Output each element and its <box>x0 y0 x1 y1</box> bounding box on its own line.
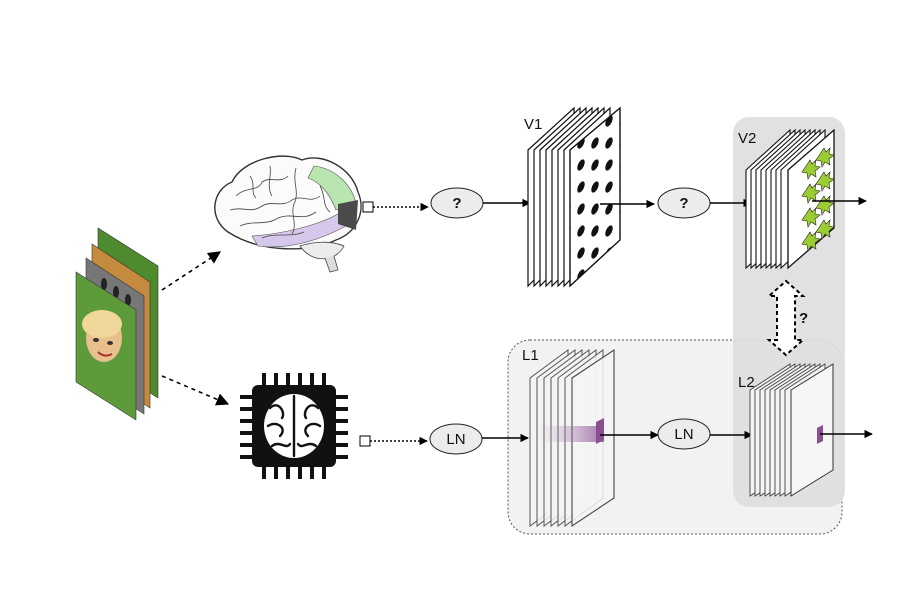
brain-icon <box>214 155 362 273</box>
v2-l2-comparison-arrow <box>766 279 806 357</box>
l1-to-l2-node <box>657 418 711 450</box>
input-images-icon <box>75 227 159 421</box>
l1-layer-stack <box>529 348 615 528</box>
l1-to-l2-node-label: LN <box>674 426 693 443</box>
v2-label: V2 <box>738 130 756 147</box>
model-output-port <box>359 435 371 447</box>
brain-output-port <box>362 201 374 213</box>
v2-l2-comparison-label: ? <box>799 310 808 327</box>
images-to-brain-arrow <box>161 251 222 291</box>
model-to-l1-node-label: LN <box>446 431 465 448</box>
chip-brain-icon <box>240 373 348 479</box>
l2-label: L2 <box>738 374 755 391</box>
v2-layer-stack <box>745 128 835 270</box>
l2-layer-stack <box>749 363 834 497</box>
v1-label: V1 <box>524 116 542 133</box>
model-to-l1-node <box>429 423 483 455</box>
v1-to-v2-node-label: ? <box>679 195 688 212</box>
v1-layer-stack <box>527 106 621 288</box>
brain-to-v1-node-label: ? <box>452 195 461 212</box>
images-to-model-arrow <box>161 375 230 406</box>
l1-label: L1 <box>522 347 539 364</box>
